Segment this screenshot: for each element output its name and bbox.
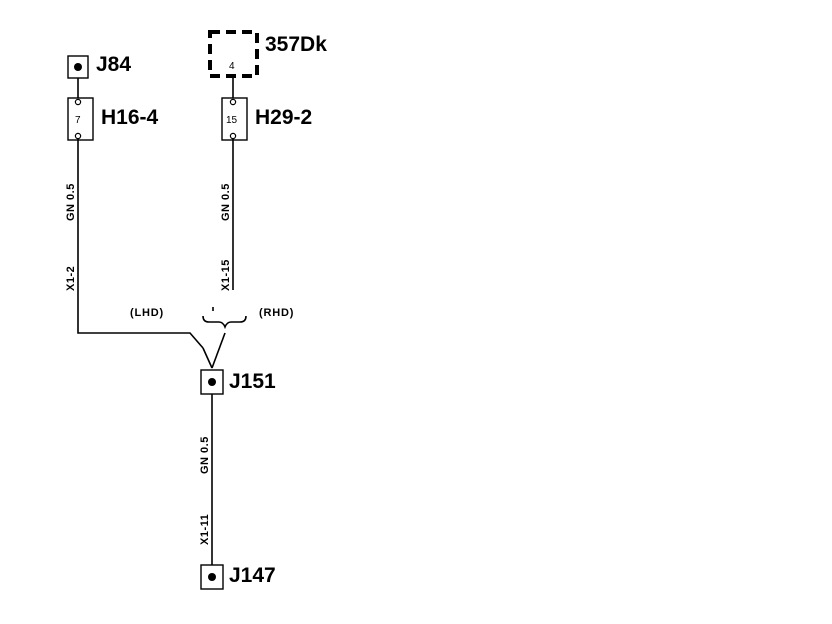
wire-right-join xyxy=(211,332,226,369)
wire-left-terminal: X1-2 xyxy=(65,266,77,291)
wire-bottom-terminal: X1-11 xyxy=(199,514,211,545)
h16-label: H16-4 xyxy=(101,106,159,129)
j84-connector xyxy=(67,55,89,79)
c357-pin-number: 4 xyxy=(229,61,235,72)
wire-left xyxy=(77,139,204,349)
j147-connector xyxy=(200,564,224,590)
c357-connector: 4 xyxy=(208,30,259,78)
rhd-label: (RHD) xyxy=(259,307,294,319)
h29-pin-number: 15 xyxy=(226,115,238,126)
wire-left-spec: GN 0.5 xyxy=(65,183,77,221)
j84-label: J84 xyxy=(96,53,131,76)
wire-right-spec: GN 0.5 xyxy=(220,183,232,221)
option-brace xyxy=(202,315,247,330)
j147-label: J147 xyxy=(229,564,276,587)
c357-label: 357Dk xyxy=(265,33,327,56)
h16-pin-number: 7 xyxy=(75,115,81,126)
j151-connector xyxy=(200,369,224,395)
h16-connector: 7 xyxy=(67,97,94,141)
wire-merge xyxy=(202,347,213,369)
h29-label: H29-2 xyxy=(255,106,312,129)
wire-bottom-spec: GN 0.5 xyxy=(199,436,211,474)
wire-right-terminal: X1-15 xyxy=(220,259,232,291)
h29-connector: 15 xyxy=(221,97,248,141)
lhd-label: (LHD) xyxy=(130,307,164,319)
j151-label: J151 xyxy=(229,370,276,393)
